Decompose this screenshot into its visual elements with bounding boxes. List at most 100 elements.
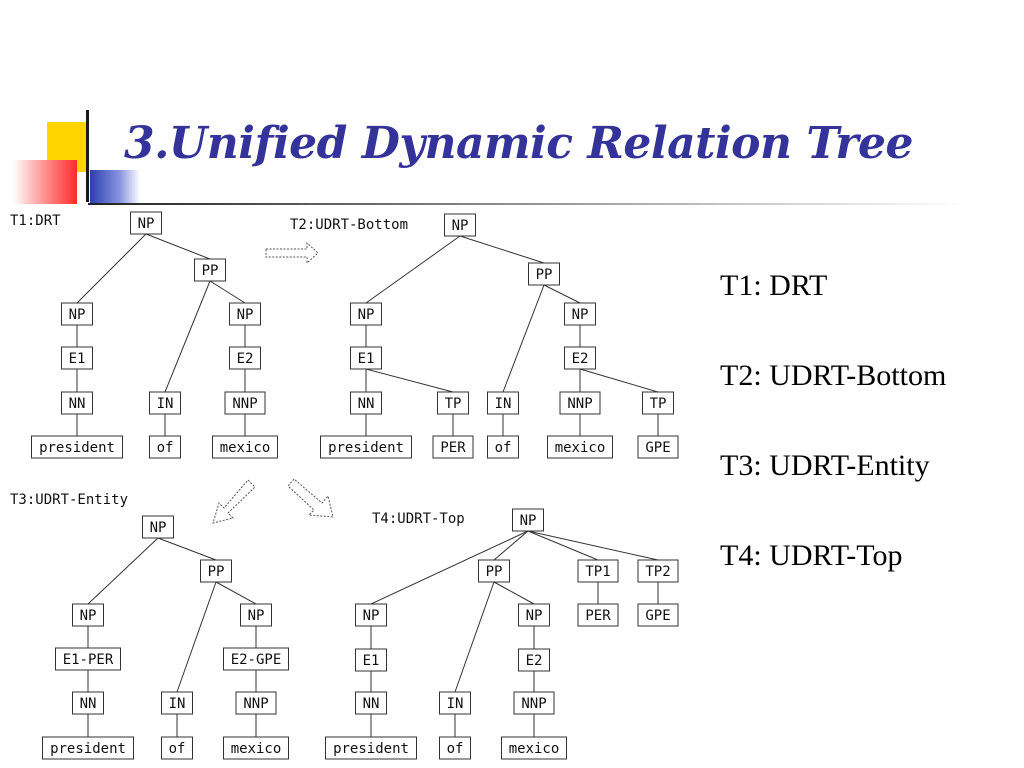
t1-node-np: NP <box>130 211 162 235</box>
t1-node-e1-label: E1 <box>69 351 86 367</box>
t4-node-nnp: NNP <box>513 691 555 715</box>
t3-node-nn-label: NN <box>80 696 97 712</box>
t1-node-of-label: of <box>157 440 174 456</box>
t4-node-president: president <box>325 736 417 760</box>
t2-node-e2: E2 <box>564 346 596 370</box>
t3-node-president-label: president <box>50 741 126 757</box>
t2-node-mexico: mexico <box>547 435 613 459</box>
t3-edge-np-pp <box>157 537 217 561</box>
t2-node-gpe-label: GPE <box>645 440 670 456</box>
t1-node-nn-label: NN <box>69 396 86 412</box>
t2-node-np2: NP <box>564 302 596 326</box>
t3-node-of-label: of <box>169 741 186 757</box>
t4-node-gpe: GPE <box>637 603 679 627</box>
t3-node-mexico: mexico <box>223 736 289 760</box>
t1-edge-pp-in <box>164 280 211 393</box>
t2-node-nnp-label: NNP <box>567 396 592 412</box>
t2-node-president: president <box>320 435 412 459</box>
t1-node-np1: NP <box>61 302 93 326</box>
t4-node-mexico-label: mexico <box>509 741 560 757</box>
t4-edge-np-tp2 <box>527 530 659 561</box>
legend-item-t1: T1: DRT <box>720 269 828 302</box>
t4-edge-np-np1 <box>370 530 529 605</box>
t2-edge-e1-tp1 <box>365 368 454 393</box>
t1-node-mexico-label: mexico <box>220 440 271 456</box>
t4-node-tp2-label: TP2 <box>645 564 670 580</box>
t2-node-nn: NN <box>350 391 382 415</box>
t4-node-e2-label: E2 <box>526 653 543 669</box>
decor-vertical-bar <box>86 110 89 202</box>
t4-node-in: IN <box>439 691 471 715</box>
t4-node-nn-label: NN <box>363 696 380 712</box>
t4-edge-np-tp1 <box>527 530 599 561</box>
t3-node-nn: NN <box>72 691 104 715</box>
t1-node-of: of <box>149 435 181 459</box>
t3-node-e2-label: E2-GPE <box>231 652 282 668</box>
t3-edge-np-np1 <box>87 537 159 605</box>
t1-node-mexico: mexico <box>212 435 278 459</box>
t4-node-per: PER <box>577 603 619 627</box>
t1-node-e2-label: E2 <box>237 351 254 367</box>
t2-node-in-label: IN <box>495 396 512 412</box>
t3-node-e2: E2-GPE <box>223 647 289 671</box>
t4-node-nnp-label: NNP <box>521 696 546 712</box>
t1-node-e1: E1 <box>61 346 93 370</box>
t1-node-in-label: IN <box>157 396 174 412</box>
t3-node-nnp: NNP <box>235 691 277 715</box>
t1-node-president-label: president <box>39 440 115 456</box>
t2-node-in: IN <box>487 391 519 415</box>
legend: T1: DRT T2: UDRT-Bottom T3: UDRT-Entity … <box>720 266 1020 626</box>
t2-node-nnp: NNP <box>559 391 601 415</box>
t2-node-e2-label: E2 <box>572 351 589 367</box>
t4-node-nn: NN <box>355 691 387 715</box>
arrow-t1-to-t2 <box>265 241 319 265</box>
t2-tree-label: T2:UDRT-Bottom <box>290 217 408 233</box>
t1-edge-np-np1 <box>76 233 147 304</box>
t3-node-pp-label: PP <box>208 564 225 580</box>
t2-node-per: PER <box>432 435 474 459</box>
t3-node-np1: NP <box>72 603 104 627</box>
t2-edge-np-pp <box>459 235 545 264</box>
t3-node-of: of <box>161 736 193 760</box>
t3-node-in: IN <box>161 691 193 715</box>
t2-node-np-label: NP <box>452 218 469 234</box>
t4-tree-label: T4:UDRT-Top <box>372 511 465 527</box>
t4-node-per-label: PER <box>585 608 611 624</box>
t4-edge-pp-in <box>454 581 495 693</box>
t2-node-mexico-label: mexico <box>555 440 606 456</box>
t4-node-pp-label: PP <box>486 564 503 580</box>
t3-node-in-label: IN <box>169 696 186 712</box>
t2-node-tp1: TP <box>437 391 469 415</box>
t1-node-nn: NN <box>61 391 93 415</box>
t3-node-president: president <box>42 736 134 760</box>
arrow-t1-to-t3 <box>212 479 256 524</box>
t2-node-gpe: GPE <box>637 435 679 459</box>
t2-node-president-label: president <box>328 440 404 456</box>
t1-node-e2: E2 <box>229 346 261 370</box>
t4-node-tp2: TP2 <box>637 559 679 583</box>
t3-node-np2: NP <box>240 603 272 627</box>
t4-node-np1: NP <box>355 603 387 627</box>
t2-node-np1: NP <box>350 302 382 326</box>
t3-node-e1-label: E1-PER <box>63 652 114 668</box>
t1-node-np1-label: NP <box>69 307 86 323</box>
t4-node-np1-label: NP <box>363 608 380 624</box>
t1-node-np-label: NP <box>138 216 155 232</box>
t2-node-tp1-label: TP <box>445 396 462 412</box>
t4-node-gpe-label: GPE <box>645 608 670 624</box>
t3-node-np1-label: NP <box>80 608 97 624</box>
t1-node-nnp: NNP <box>224 391 266 415</box>
t3-edge-pp-np2 <box>215 581 257 605</box>
t4-edge-np-pp <box>493 530 529 561</box>
t1-node-in: IN <box>149 391 181 415</box>
title-underline <box>88 203 968 205</box>
t4-node-np2: NP <box>518 603 550 627</box>
t2-edge-pp-np2 <box>543 284 581 304</box>
t1-edge-pp-np2 <box>209 280 246 304</box>
legend-item-t4: T4: UDRT-Top <box>720 539 903 572</box>
t3-edge-pp-in <box>176 581 217 693</box>
arrow-t1-to-t4 <box>287 478 334 518</box>
t3-tree-label: T3:UDRT-Entity <box>10 492 128 508</box>
t1-node-np2: NP <box>229 302 261 326</box>
